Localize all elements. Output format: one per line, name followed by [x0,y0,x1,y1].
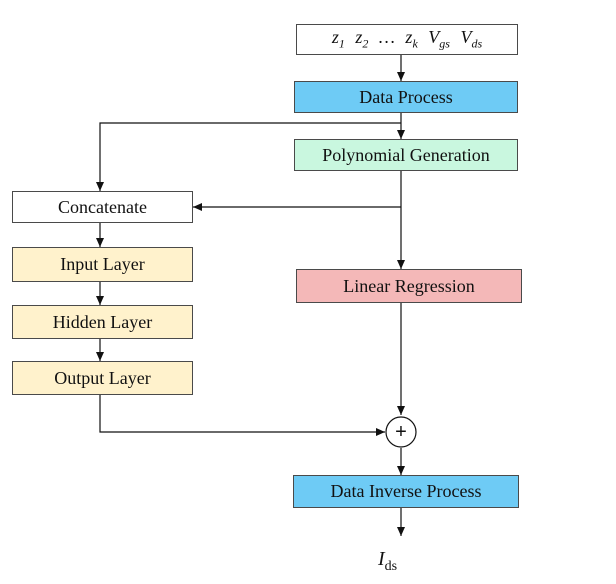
data-inverse-process-box: Data Inverse Process [293,475,519,508]
data-process-box: Data Process [294,81,518,113]
sum-node-circle [385,416,417,448]
input-layer-label: Input Layer [60,254,145,274]
var-vgs-sub: gs [439,36,450,51]
sum-node-symbol: + [395,421,407,443]
linear-regression-box: Linear Regression [296,269,522,303]
var-zk-sub: k [412,36,418,51]
output-current-label: Ids [378,548,397,575]
hidden-layer-label: Hidden Layer [52,311,153,332]
polynomial-generation-label: Polynomial Generation [322,144,490,165]
output-layer-label: Output Layer [54,367,151,388]
input-variables-box: z1 z2 … zk Vgs Vds [296,24,518,55]
output-layer-box: Output Layer [12,361,193,395]
var-vds: V [460,27,472,48]
concatenate-label: Concatenate [58,196,147,217]
output-subscript: ds [384,559,398,574]
data-inverse-process-label: Data Inverse Process [330,481,482,501]
data-process-label: Data Process [359,86,453,107]
var-z2-sub: 2 [362,36,369,51]
var-z2: z [355,27,363,48]
polynomial-generation-box: Polynomial Generation [294,139,518,171]
arrow-output-layer-to-sum [99,395,385,436]
input-variables: z1 z2 … zk Vgs Vds [332,27,482,52]
var-vds-sub: ds [471,36,483,51]
var-vgs: V [428,27,440,48]
linear-regression-label: Linear Regression [343,275,475,296]
input-layer-box: Input Layer [12,247,193,282]
hidden-layer-box: Hidden Layer [12,305,193,339]
output-symbol: I [378,548,385,570]
var-zk: z [405,27,413,48]
var-z1: z [331,27,339,48]
var-ellipsis: … [378,27,395,48]
var-z1-sub: 1 [338,36,345,51]
concatenate-box: Concatenate [12,191,193,223]
arrow-data-process-to-concatenate [96,122,401,191]
